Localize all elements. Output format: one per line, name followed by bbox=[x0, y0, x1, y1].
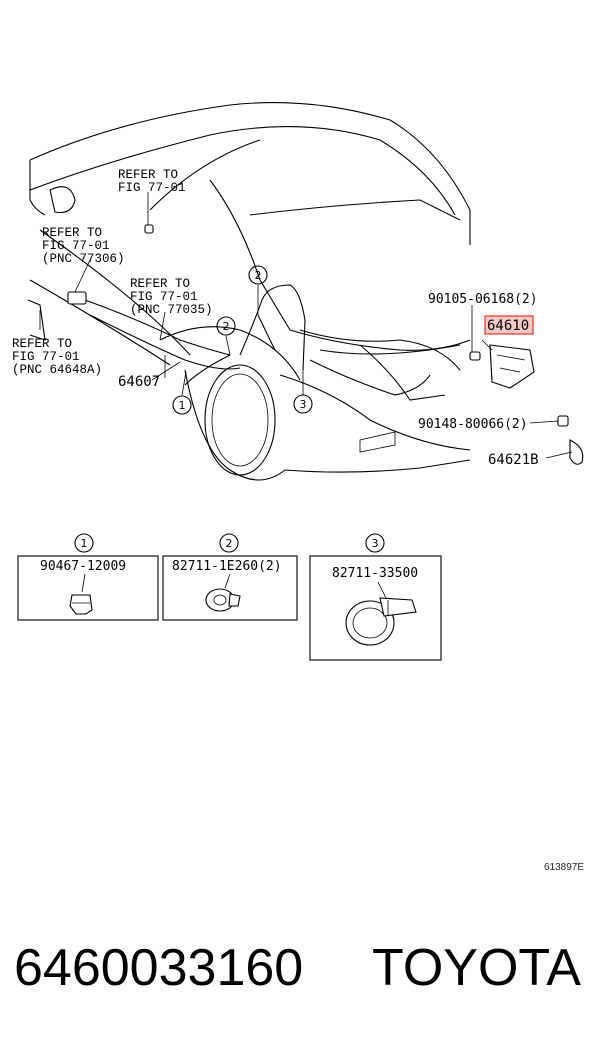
svg-text:1: 1 bbox=[81, 537, 88, 550]
part-label-90148: 90148-80066(2) bbox=[418, 417, 528, 432]
svg-text:FIG 77-01: FIG 77-01 bbox=[12, 350, 80, 364]
car-body-outline bbox=[27, 102, 471, 481]
detail-box-1: 1 90467-12009 bbox=[17, 533, 159, 621]
figure-code: 613897E bbox=[544, 862, 585, 873]
svg-text:82711-1E260(2): 82711-1E260(2) bbox=[172, 559, 282, 574]
circle-marker-1: 1 bbox=[172, 395, 192, 415]
circle-marker-2a: 2 bbox=[216, 316, 236, 336]
svg-text:(PNC 77306): (PNC 77306) bbox=[42, 252, 125, 266]
svg-text:1: 1 bbox=[179, 399, 186, 412]
svg-text:REFER TO: REFER TO bbox=[42, 226, 102, 240]
svg-text:REFER TO: REFER TO bbox=[130, 277, 190, 291]
footer-brand: TOYOTA bbox=[372, 939, 581, 997]
refer-callout-mirror: REFER TO FIG 77-01 bbox=[118, 168, 186, 195]
leader-lines bbox=[39, 192, 573, 459]
footer-part-number: 6460033160 bbox=[14, 939, 304, 997]
refer-callout-wire: REFER TO FIG 77-01 (PNC 77306) bbox=[42, 226, 125, 266]
part-label-64621b: 64621B bbox=[488, 452, 539, 468]
circle-marker-2b: 2 bbox=[248, 265, 268, 285]
svg-text:3: 3 bbox=[300, 398, 307, 411]
refer-callout-cable: REFER TO FIG 77-01 (PNC 77035) bbox=[130, 277, 213, 317]
svg-text:(PNC 77035): (PNC 77035) bbox=[130, 303, 213, 317]
release-cables bbox=[84, 284, 461, 386]
detail-box-3: 3 82711-33500 bbox=[309, 533, 442, 661]
svg-text:2: 2 bbox=[255, 269, 262, 282]
svg-text:3: 3 bbox=[372, 537, 379, 550]
svg-text:90467-12009: 90467-12009 bbox=[40, 559, 126, 574]
part-label-90105: 90105-06168(2) bbox=[428, 292, 538, 307]
svg-text:2: 2 bbox=[226, 537, 233, 550]
detail-box-2: 2 82711-1E260(2) bbox=[162, 533, 298, 621]
svg-text:(PNC 64648A): (PNC 64648A) bbox=[12, 363, 102, 377]
highlight-box-64610 bbox=[484, 315, 534, 335]
svg-text:2: 2 bbox=[223, 320, 230, 333]
svg-text:REFER TO: REFER TO bbox=[118, 168, 178, 182]
svg-text:FIG 77-01: FIG 77-01 bbox=[42, 239, 110, 253]
car-parts bbox=[67, 224, 584, 465]
svg-text:82711-33500: 82711-33500 bbox=[332, 566, 418, 581]
circle-marker-3: 3 bbox=[293, 394, 313, 414]
footer-caption: 6460033160 TOYOTA bbox=[0, 938, 600, 1008]
part-label-64607: 64607 bbox=[118, 374, 160, 390]
refer-callout-lever: REFER TO FIG 77-01 (PNC 64648A) bbox=[12, 337, 102, 377]
svg-text:FIG 77-01: FIG 77-01 bbox=[118, 181, 186, 195]
svg-text:REFER TO: REFER TO bbox=[12, 337, 72, 351]
svg-text:FIG 77-01: FIG 77-01 bbox=[130, 290, 198, 304]
part-label-64610: 64610 bbox=[487, 318, 529, 334]
